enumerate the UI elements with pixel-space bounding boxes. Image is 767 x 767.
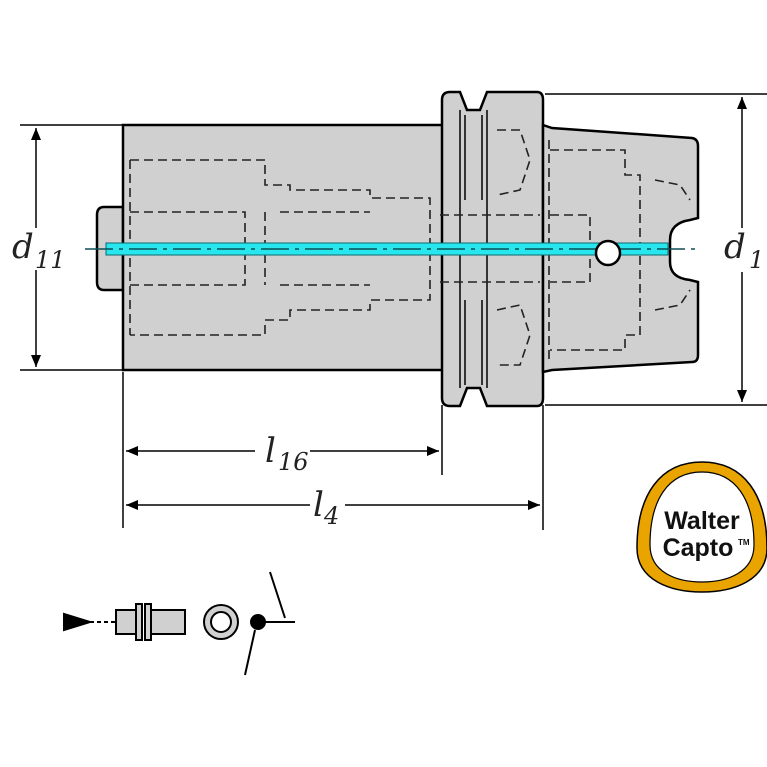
dimension-lines <box>31 97 747 510</box>
svg-text:11: 11 <box>35 246 66 274</box>
tool-assembly-icon <box>63 571 295 676</box>
dimension-label-l16: l 16 <box>265 431 309 476</box>
svg-text:d: d <box>724 227 746 267</box>
walter-capto-logo: Walter Capto TM <box>636 461 767 593</box>
svg-text:1: 1 <box>749 246 764 274</box>
svg-text:4: 4 <box>323 502 339 530</box>
logo-trademark: TM <box>738 538 750 547</box>
logo-line-walter: Walter <box>664 507 740 535</box>
svg-text:16: 16 <box>278 448 309 476</box>
svg-text:d: d <box>12 227 34 267</box>
dimension-label-d1: d 1 <box>724 227 764 274</box>
coolant-port-icon <box>594 239 622 267</box>
dimension-label-d11: d 11 <box>12 227 66 274</box>
svg-text:l: l <box>265 431 276 471</box>
extension-lines <box>20 93 767 530</box>
coolant-channel <box>85 239 700 267</box>
logo-line-capto: Capto <box>663 534 734 562</box>
svg-text:l: l <box>313 485 324 525</box>
dimension-label-l4: l 4 <box>313 485 339 530</box>
